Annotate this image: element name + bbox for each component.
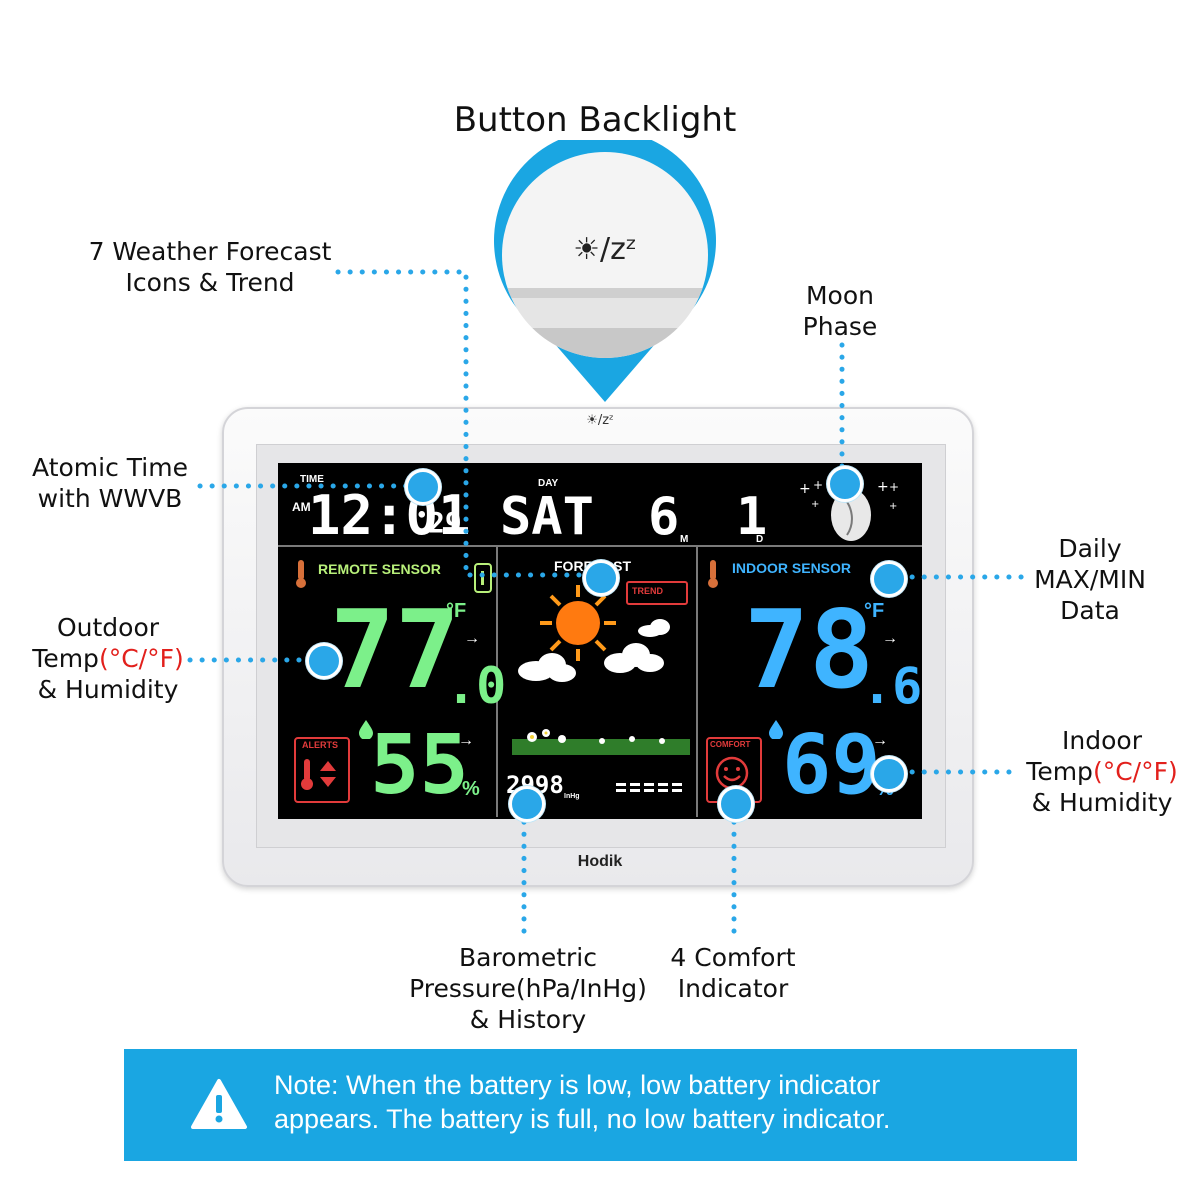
forecast-dot [583,560,619,596]
am-label: AM [292,500,311,514]
outdoor-humidity-arrow: → [458,732,474,749]
flower-field-graphic [512,729,690,755]
indoor-humidity-icon [769,720,783,739]
indoor-unit: °F [864,600,885,622]
note-banner [124,1049,1077,1161]
alerts-box [294,737,350,803]
remote-sensor-label: REMOTE SENSOR [318,561,441,577]
note-line-2: appears. The battery is full, no low bat… [274,1104,891,1134]
outdoor-temp-unit: (°C/°F) [98,644,184,673]
svg-text:+: + [889,501,897,512]
indoor-humidity: 69 [782,718,881,813]
svg-text:+: + [889,480,899,494]
day-readout: SAT [500,487,594,547]
backlight-button[interactable]: ☀/zᶻ [586,413,614,428]
comfort-dot [718,786,754,822]
day-label: DAY [538,478,559,489]
indoor-temperature: 78 [744,588,875,713]
date-readout: 1 [736,487,768,547]
date-suffix: D [756,534,764,545]
note-line-1: Note: When the battery is low, low batte… [274,1070,881,1100]
moon-phase-icon: + + + + + + [799,478,899,541]
alerts-label: ALERTS [302,740,338,750]
outdoor-temp-word: Temp [32,644,99,673]
trend-label: TREND [632,586,663,596]
outdoor-humidity-percent: % [462,778,480,800]
backlight-icon-zoom: ☀/zᶻ [573,232,637,267]
indoor-temp-dot [871,756,907,792]
month-suffix: M [680,534,689,545]
moon-phase-dot [827,466,863,502]
svg-text:+: + [811,499,819,510]
outdoor-temp-dot [306,643,342,679]
col-divider-left [496,545,498,817]
alert-thermometer-icon [301,759,336,790]
barometric-dot [509,786,545,822]
comfort-label: COMFORT [710,740,751,749]
svg-text:+: + [877,479,889,495]
outdoor-humidity: 55 [370,718,469,813]
time-readout: 12:01 [308,484,471,547]
col-divider-right [696,545,698,817]
indoor-humidity-arrow: → [872,732,888,749]
outdoor-thermometer-icon [296,560,306,588]
daily-maxmin-dot [871,561,907,597]
svg-text:+: + [813,478,823,492]
indoor-trend-arrow: → [882,630,898,647]
outdoor-temperature: 77 [330,588,461,713]
month-readout: 6 [648,487,680,547]
indoor-temp-word: Temp [1026,757,1093,786]
channel-icon [474,563,492,593]
indoor-thermometer-icon [708,560,718,588]
indoor-callout: Indoor Temp(°C/°F) & Humidity [1026,726,1178,817]
outdoor-humidity-icon [359,720,373,739]
pressure-unit: InHg [564,793,580,800]
indoor-temp-unit: (°C/°F) [1092,757,1178,786]
outdoor-temperature-decimal: .0 [446,657,507,715]
note-text: Note: When the battery is low, low batte… [274,1068,890,1136]
atomic-time-dot [405,469,441,505]
indoor-sensor-label: INDOOR SENSOR [732,560,852,576]
indoor-temperature-decimal: .6 [862,657,923,715]
seconds-readout: 29 [428,506,462,539]
pressure-history-bars [616,783,682,792]
brand-logo: Hodik [577,853,623,870]
outdoor-callout: Outdoor Temp(°C/°F) & Humidity [32,613,184,704]
outdoor-trend-arrow: → [464,630,480,647]
time-label: TIME [300,474,324,485]
svg-text:+: + [799,481,811,497]
zoom-bubble [494,140,716,402]
outdoor-unit: °F [446,600,467,622]
forecast-weather-icon [518,585,670,682]
page-title: Button Backlight [453,100,737,140]
lcd-screen: TIME AM 12:01 29 DAY SAT 6 M 1 D + + + +… [278,463,922,819]
warning-icon [191,1079,247,1129]
trend-box [626,581,688,605]
row-divider [278,545,922,547]
